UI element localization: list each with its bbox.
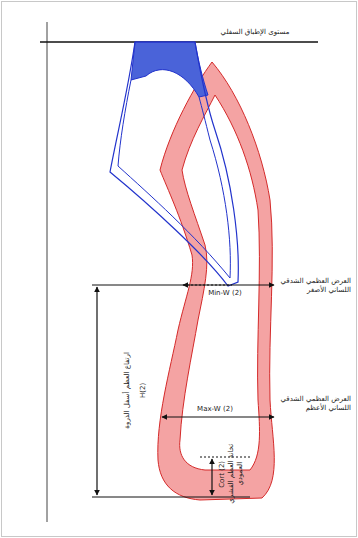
min-width-dimension	[183, 284, 274, 285]
dimension-label: العرض العظمي الشدقي اللساني الأعظم	[279, 395, 351, 413]
extension-line	[92, 285, 183, 286]
dimension-code: Max-W (2)	[190, 405, 240, 414]
bone-outer	[158, 62, 274, 500]
extension-line	[200, 457, 250, 458]
dimension-code: Min-W (2)	[200, 289, 250, 298]
tooth-outline	[110, 42, 238, 286]
plane-label: مستوى الإطباق السفلي	[200, 28, 310, 37]
reference-axis	[47, 22, 48, 522]
dimension-label: ثخانة العظم القشري العمودي	[227, 444, 245, 504]
cortical-dimension	[211, 459, 212, 495]
max-width-dimension	[162, 416, 274, 417]
bone-inner	[180, 95, 260, 470]
dimension-code: H(2)	[139, 370, 148, 410]
dimension-code: Cort (2)	[218, 452, 227, 496]
tooth-inner	[118, 80, 230, 278]
dimension-label: العرض العظمي الشدقي اللساني الأصغر	[279, 277, 351, 295]
dimension-label: ارتفاع العظم أسفل الذروة	[123, 315, 132, 465]
height-dimension	[96, 287, 97, 495]
extension-line	[92, 497, 250, 498]
